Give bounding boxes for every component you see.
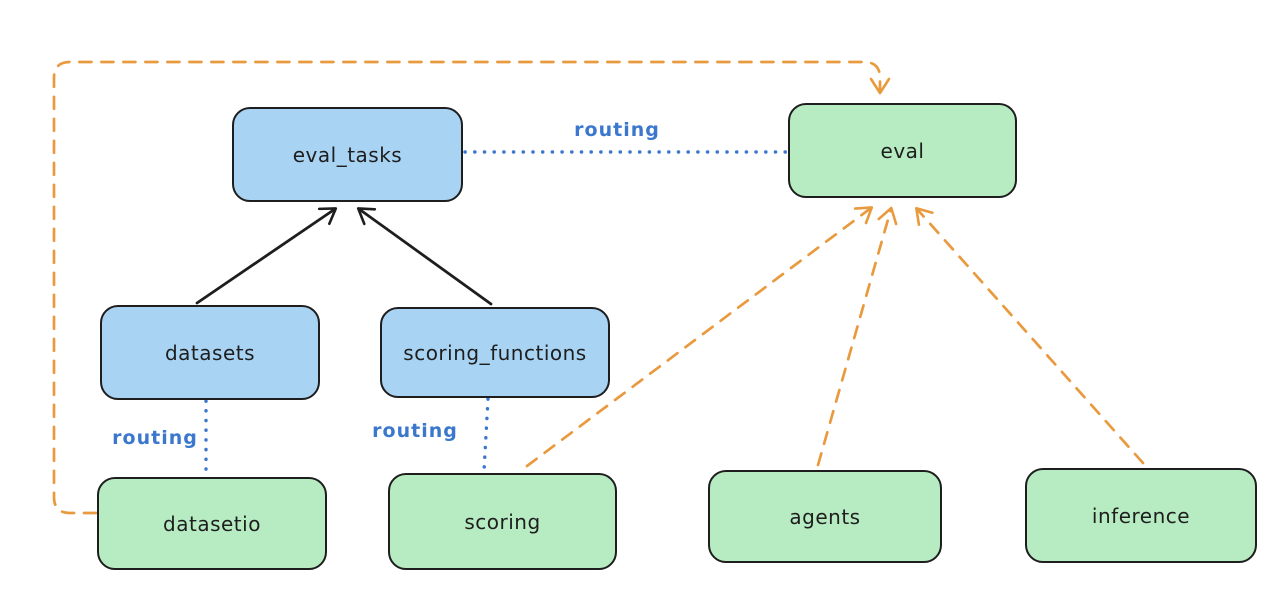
arrow-datasetio-to-eval-loop [52, 60, 891, 515]
node-datasets: datasets [100, 305, 320, 400]
node-datasetio: datasetio [97, 477, 327, 570]
node-inference: inference [1025, 468, 1257, 563]
arrow-scoring-to-eval [525, 206, 874, 468]
dotted-link-scoring-functions-to-scoring [482, 397, 490, 473]
node-eval-tasks: eval_tasks [232, 107, 463, 202]
node-scoring: scoring [388, 473, 617, 570]
node-eval: eval [788, 103, 1017, 198]
node-agents: agents [708, 470, 942, 563]
edge-label-routing-datasets-datasetio: routing [112, 427, 198, 449]
edge-label-routing-scoringfns-scoring: routing [372, 420, 458, 442]
arrow-inference-to-eval [915, 206, 1145, 465]
arrow-scoring-functions-to-eval-tasks [356, 207, 493, 306]
arrow-agents-to-eval [816, 206, 898, 467]
arrow-datasets-to-eval-tasks [195, 207, 338, 305]
edge-label-routing-eval-tasks-eval: routing [574, 119, 660, 141]
node-scoring-functions: scoring_functions [380, 307, 610, 398]
